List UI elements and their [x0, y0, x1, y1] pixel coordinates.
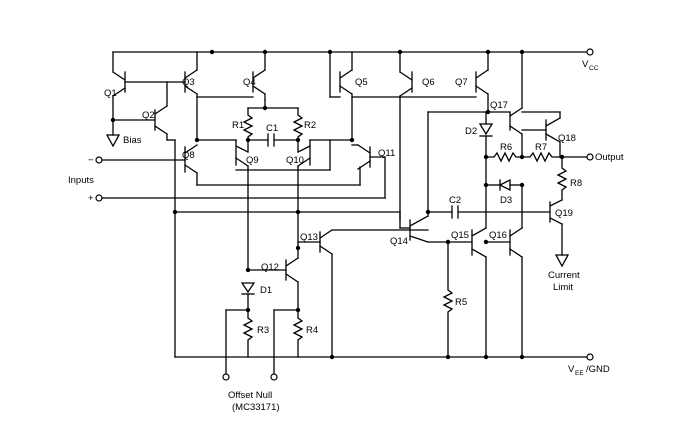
- plus-sign: +: [88, 193, 94, 204]
- transistor-q11: Q11: [351, 144, 395, 170]
- svg-text:Q11: Q11: [378, 148, 395, 159]
- transistor-q13: Q13: [297, 229, 429, 358]
- svg-text:Q14: Q14: [390, 236, 408, 247]
- svg-text:Current: Current: [548, 270, 580, 281]
- transistor-q16: Q16: [485, 184, 523, 358]
- resistor-r6: R6: [485, 142, 523, 163]
- svg-text:Q16: Q16: [489, 230, 507, 241]
- svg-text:(MC33171): (MC33171): [232, 402, 280, 413]
- transistor-q17: Q17: [487, 51, 523, 158]
- vee-label-sub: EE: [575, 370, 584, 377]
- transistor-q1: Q1: [104, 51, 186, 121]
- svg-text:Q7: Q7: [455, 77, 468, 88]
- resistor-r2: R2: [292, 107, 316, 153]
- resistor-r3: R3: [242, 309, 269, 358]
- svg-text:Limit: Limit: [553, 282, 573, 293]
- noninverting-input: +: [88, 156, 386, 204]
- transistor-q7: Q7: [455, 51, 489, 113]
- transistor-q5: Q5: [329, 51, 368, 141]
- resistor-r4: R4: [292, 309, 318, 358]
- bias-pin: Bias: [105, 119, 142, 148]
- svg-text:Q1: Q1: [104, 88, 117, 99]
- svg-text:C1: C1: [266, 123, 278, 134]
- transistor-q14: Q14: [390, 111, 489, 247]
- svg-text:Q17: Q17: [490, 100, 508, 111]
- inverting-input: −: [88, 155, 186, 166]
- svg-text:D1: D1: [260, 285, 272, 296]
- svg-text:Q3: Q3: [182, 77, 195, 88]
- transistor-q3: Q3: [182, 51, 198, 141]
- svg-text:D3: D3: [500, 195, 512, 206]
- diode-d1: D1: [240, 282, 272, 296]
- resistor-r7: R7: [521, 142, 563, 163]
- diode-d3: D3: [485, 178, 523, 206]
- svg-text:R7: R7: [535, 142, 547, 153]
- junction-dots: [110, 49, 565, 360]
- transistor-q4: Q4: [196, 51, 266, 101]
- svg-text:Q8: Q8: [182, 150, 195, 161]
- transistor-q19: Q19: [549, 199, 573, 256]
- vee-label-main: V: [568, 364, 575, 375]
- vee-label-suffix: /GND: [586, 364, 610, 375]
- transistor-q10: Q10: [286, 139, 311, 213]
- inputs-label: Inputs: [68, 175, 94, 186]
- svg-text:R3: R3: [257, 325, 269, 336]
- transistor-q12: Q12: [247, 247, 299, 311]
- svg-text:Bias: Bias: [123, 135, 142, 146]
- svg-text:Q15: Q15: [451, 230, 469, 241]
- svg-text:Q6: Q6: [422, 77, 435, 88]
- svg-text:C2: C2: [449, 195, 461, 206]
- svg-text:R6: R6: [500, 142, 512, 153]
- vcc-label-sub: CC: [589, 65, 599, 72]
- diode-d2: D2: [465, 111, 494, 201]
- svg-text:Q18: Q18: [558, 133, 576, 144]
- svg-text:R2: R2: [304, 120, 316, 131]
- capacitor-c2: C2: [427, 195, 551, 219]
- svg-text:Offset Null: Offset Null: [228, 390, 272, 401]
- svg-text:Q10: Q10: [286, 155, 304, 166]
- output-pin: Output: [559, 152, 624, 163]
- resistor-r5: R5: [442, 241, 467, 358]
- vee-rail: V EE /GND: [174, 353, 610, 377]
- transistor-q15: Q15: [447, 199, 487, 358]
- minus-sign: −: [88, 155, 94, 166]
- vcc-label-main: V: [582, 59, 589, 70]
- svg-text:Q19: Q19: [555, 208, 573, 219]
- transistor-q2: Q2: [112, 81, 168, 141]
- svg-text:Q4: Q4: [243, 77, 256, 88]
- vcc-rail: V CC: [112, 48, 599, 72]
- svg-text:D2: D2: [465, 126, 477, 137]
- svg-text:Q9: Q9: [246, 155, 259, 166]
- transistor-q9: Q9: [235, 139, 259, 271]
- svg-text:Q2: Q2: [142, 110, 155, 121]
- current-limit-pin: Current Limit: [548, 254, 580, 293]
- svg-text:Q12: Q12: [261, 262, 279, 273]
- transistor-q8: Q8: [182, 144, 361, 186]
- capacitor-c1: C1: [247, 123, 299, 147]
- svg-text:R1: R1: [232, 120, 244, 131]
- svg-text:Output: Output: [595, 152, 624, 163]
- svg-text:R4: R4: [306, 325, 318, 336]
- svg-text:Q5: Q5: [355, 77, 368, 88]
- svg-text:R5: R5: [455, 297, 467, 308]
- offset-null-pins: Offset Null (MC33171): [222, 309, 299, 413]
- transistor-q18: Q18: [521, 111, 576, 158]
- svg-text:R8: R8: [570, 178, 582, 189]
- svg-text:Q13: Q13: [300, 232, 318, 243]
- resistor-r8: R8: [556, 156, 582, 201]
- resistor-r1: R1: [232, 107, 254, 153]
- transistor-q6: Q6: [399, 51, 435, 221]
